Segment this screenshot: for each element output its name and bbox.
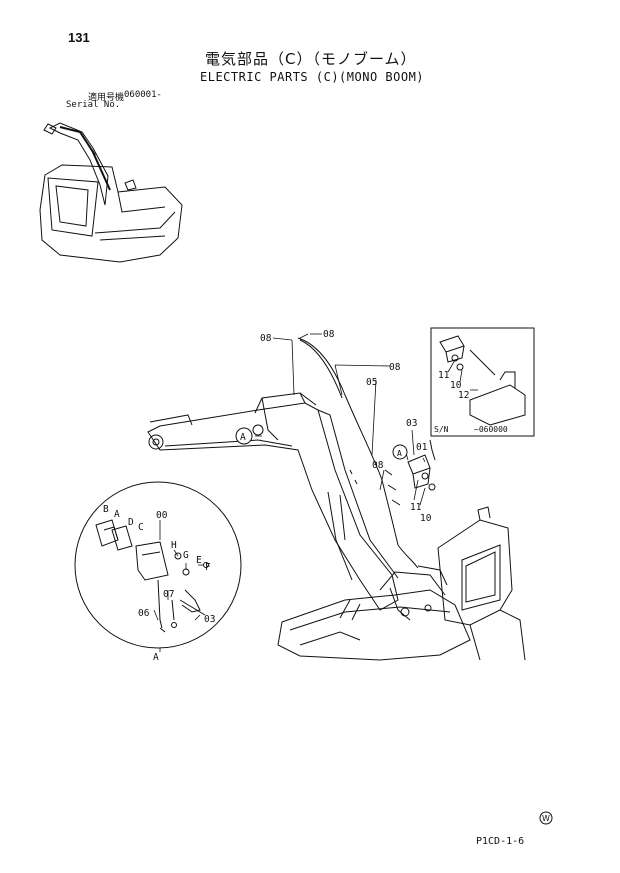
bracket-detail <box>407 439 436 491</box>
page-number: 131 <box>68 30 90 45</box>
callout-H: H <box>171 540 177 551</box>
callout-00: 00 <box>156 510 168 521</box>
callout-11-lower: 11 <box>410 502 422 513</box>
callout-10-inset: 10 <box>450 380 462 391</box>
callout-F: F <box>205 562 211 573</box>
callout-C: C <box>138 522 144 533</box>
reference-circles <box>235 427 408 460</box>
callout-08-lower: 08 <box>372 460 384 471</box>
serial-label-english: Serial No. <box>66 100 121 110</box>
callout-08-top: 08 <box>323 329 335 340</box>
callout-05: 05 <box>366 377 377 388</box>
callout-A-detail-part: A <box>114 509 120 520</box>
serial-label-japanese: 適用号機 <box>88 93 125 103</box>
w-mark-icon: W <box>539 811 553 825</box>
callout-11-inset: 11 <box>438 370 450 381</box>
serial-number-value: ~060000 <box>474 425 508 434</box>
callout-D: D <box>128 517 134 528</box>
callout-03: 03 <box>406 418 417 429</box>
page-title-japanese: 電気部品（C）（モノブーム） <box>205 50 417 68</box>
callout-A-main: A <box>240 432 246 443</box>
detail-circle-a <box>74 481 242 649</box>
serial-value: 060001- <box>124 90 162 100</box>
callout-A-detail: A <box>153 652 159 663</box>
callout-B: B <box>103 504 109 515</box>
mono-boom <box>147 392 411 621</box>
serial-number-label: S/N <box>434 425 449 434</box>
callout-06: 06 <box>138 608 150 619</box>
leader-lines <box>153 333 478 652</box>
cab-housing <box>437 506 526 661</box>
callout-08-left: 08 <box>260 333 272 344</box>
page-title-english: ELECTRIC PARTS (C)(MONO BOOM) <box>200 70 425 84</box>
callout-03-detail: 03 <box>204 614 215 625</box>
excavator-thumbnail <box>39 122 183 263</box>
w-mark-letter: W <box>542 814 550 823</box>
callout-12: 12 <box>458 390 469 401</box>
callout-G: G <box>183 550 189 561</box>
callout-07: 07 <box>163 589 174 600</box>
harness-wire <box>297 337 419 569</box>
callout-01: 01 <box>416 442 428 453</box>
callout-A-right: A <box>397 449 402 458</box>
inset-detail <box>430 327 535 437</box>
page-code: P1CD-1-6 <box>476 836 525 847</box>
upper-structure <box>277 565 471 661</box>
callout-E: E <box>196 555 202 566</box>
callout-08-right: 08 <box>389 362 401 373</box>
callout-10-lower: 10 <box>420 513 432 524</box>
